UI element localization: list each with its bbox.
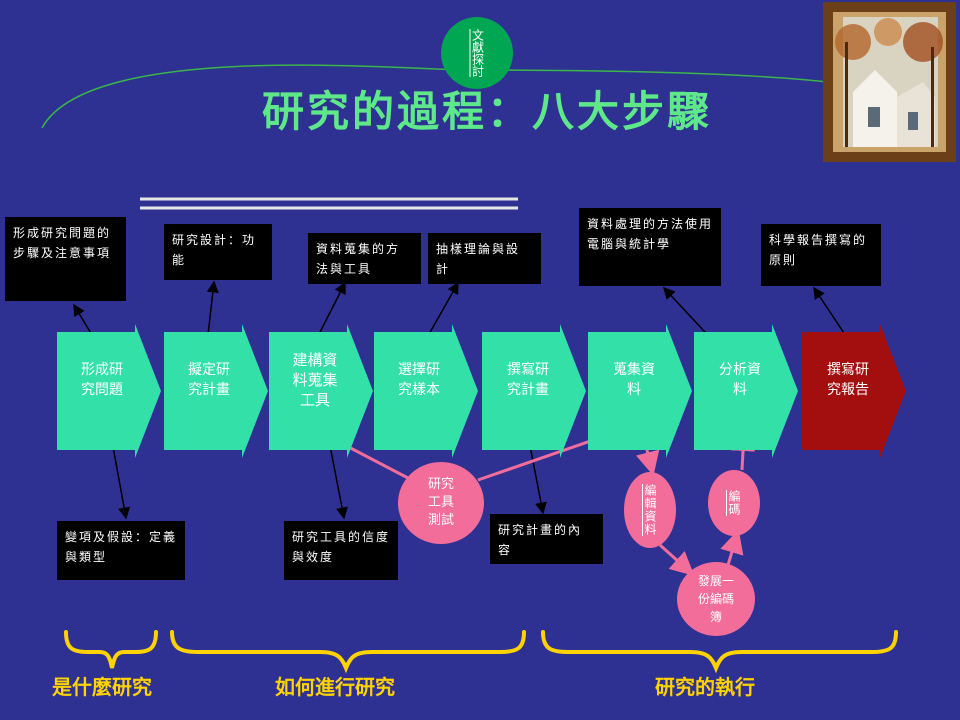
step-write-proposal: 撰寫研 究計畫 xyxy=(482,330,574,430)
step-label: 選擇研 究樣本 xyxy=(398,362,440,398)
brace-how xyxy=(170,630,526,674)
church-illustration xyxy=(823,2,956,162)
phase-how-research: 如何進行研究 xyxy=(275,675,395,699)
step-label: 建構資 料蒐集 工具 xyxy=(292,351,338,409)
literature-review-label: 文獻探討 xyxy=(470,29,485,77)
step-arrow-shape xyxy=(57,324,161,458)
oval-instrument-test: 研究 工具 測試 xyxy=(398,462,484,544)
step-arrow-shape xyxy=(374,324,478,458)
connector xyxy=(315,281,346,341)
step-build-instrument: 建構資 料蒐集 工具 xyxy=(269,330,361,430)
note-report-writing: 科學報告撰寫的原則 xyxy=(761,224,881,286)
oval-label: 研究 工具 測試 xyxy=(427,477,454,528)
brace-what xyxy=(64,630,158,669)
phase-execution: 研究的執行 xyxy=(655,675,755,699)
brace-execute xyxy=(541,630,898,674)
step-plan-study: 擬定研 究計畫 xyxy=(164,330,254,430)
oval-label: 編碼 xyxy=(727,490,741,516)
step-arrow-shape xyxy=(694,324,798,458)
step-analyze-data: 分析資 料 xyxy=(694,330,786,430)
note-proposal-content: 研究計畫的內容 xyxy=(490,514,603,564)
step-label: 蒐集資 料 xyxy=(613,362,655,398)
oval-label: 發展一 份編碼 簿 xyxy=(697,574,734,624)
oval-codebook: 發展一 份編碼 簿 xyxy=(677,562,755,636)
note-variables-hypotheses: 變項及假設：定義與類型 xyxy=(57,521,185,580)
slide-title: 研究的過程：八大步驟 xyxy=(262,87,713,136)
step-label: 撰寫研 究計畫 xyxy=(507,362,549,398)
step-write-report: 撰寫研 究報告 xyxy=(802,330,894,430)
step-collect-data: 蒐集資 料 xyxy=(588,330,680,430)
pink-connector xyxy=(720,529,744,566)
oval-edit-data: 編輯資料 xyxy=(624,472,676,548)
note-data-processing: 資料處理的方法使用電腦與統計學 xyxy=(579,208,721,286)
step-label: 擬定研 究計畫 xyxy=(188,362,230,398)
note-sampling: 抽樣理論與設計 xyxy=(428,233,541,284)
oval-coding: 編碼 xyxy=(708,470,760,536)
step-label: 撰寫研 究報告 xyxy=(827,362,869,398)
oval-label: 編輯資料 xyxy=(643,484,657,536)
phase-what-research: 是什麼研究 xyxy=(52,675,152,699)
step-arrow-shape xyxy=(269,324,373,458)
note-data-collection: 資料蒐集的方法與工具 xyxy=(308,233,421,284)
step-arrow-shape xyxy=(482,324,586,458)
step-select-sample: 選擇研 究樣本 xyxy=(374,330,464,430)
step-arrow-shape xyxy=(802,324,906,458)
literature-review-node: 文獻探討 xyxy=(441,17,513,89)
step-form-question: 形成研 究問題 xyxy=(57,330,147,430)
connector xyxy=(206,280,219,336)
note-reliability-validity: 研究工具的信度與效度 xyxy=(284,521,398,580)
step-arrow-shape xyxy=(164,324,268,458)
pink-connector xyxy=(658,543,695,577)
step-label: 分析資 料 xyxy=(719,362,761,398)
note-research-design: 研究設計：功能 xyxy=(164,224,272,280)
note-research-question: 形成研究問題的步驟及注意事項 xyxy=(5,217,126,301)
step-label: 形成研 究問題 xyxy=(81,362,123,398)
step-arrow-shape xyxy=(588,324,692,458)
